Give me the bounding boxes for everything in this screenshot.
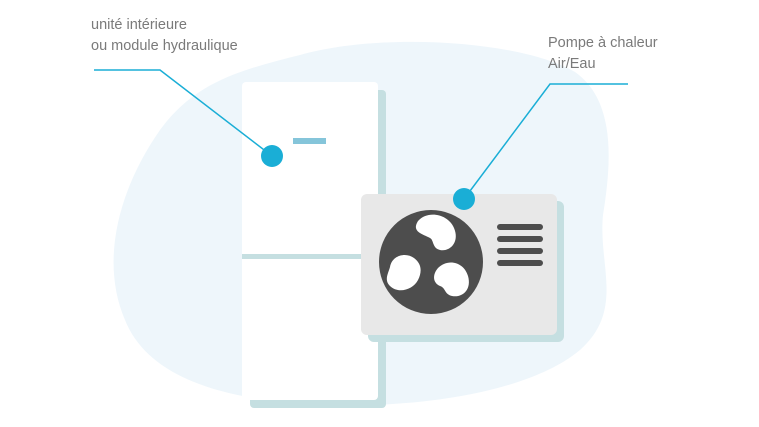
vent-slat — [497, 236, 543, 242]
outdoor-unit-icon — [361, 194, 564, 342]
fan-icon — [379, 210, 483, 314]
vent-slat — [497, 260, 543, 266]
indoor-unit-body — [242, 82, 378, 400]
vent-slat — [497, 224, 543, 230]
label-indoor-unit-line1: unité intérieure — [91, 17, 187, 33]
callout-dot-indoor — [261, 145, 283, 167]
indoor-unit-indicator — [293, 138, 326, 144]
label-heat-pump-line1: Pompe à chaleur — [548, 35, 658, 51]
callout-line-pump — [463, 83, 628, 200]
fan-blade-right — [434, 262, 469, 297]
indoor-unit-divider — [242, 254, 378, 259]
callout-dot-pump — [453, 188, 475, 210]
fan-blade-left — [386, 255, 421, 291]
label-indoor-unit-line2: ou module hydraulique — [91, 38, 238, 54]
label-heat-pump: Pompe à chaleur Air/Eau — [548, 33, 658, 75]
callout-line-indoor — [94, 69, 273, 157]
label-indoor-unit: unité intérieure ou module hydraulique — [91, 15, 238, 57]
vent-grille-icon — [497, 224, 543, 266]
vent-slat — [497, 248, 543, 254]
fan-blade-top — [415, 214, 456, 251]
label-heat-pump-line2: Air/Eau — [548, 56, 596, 72]
